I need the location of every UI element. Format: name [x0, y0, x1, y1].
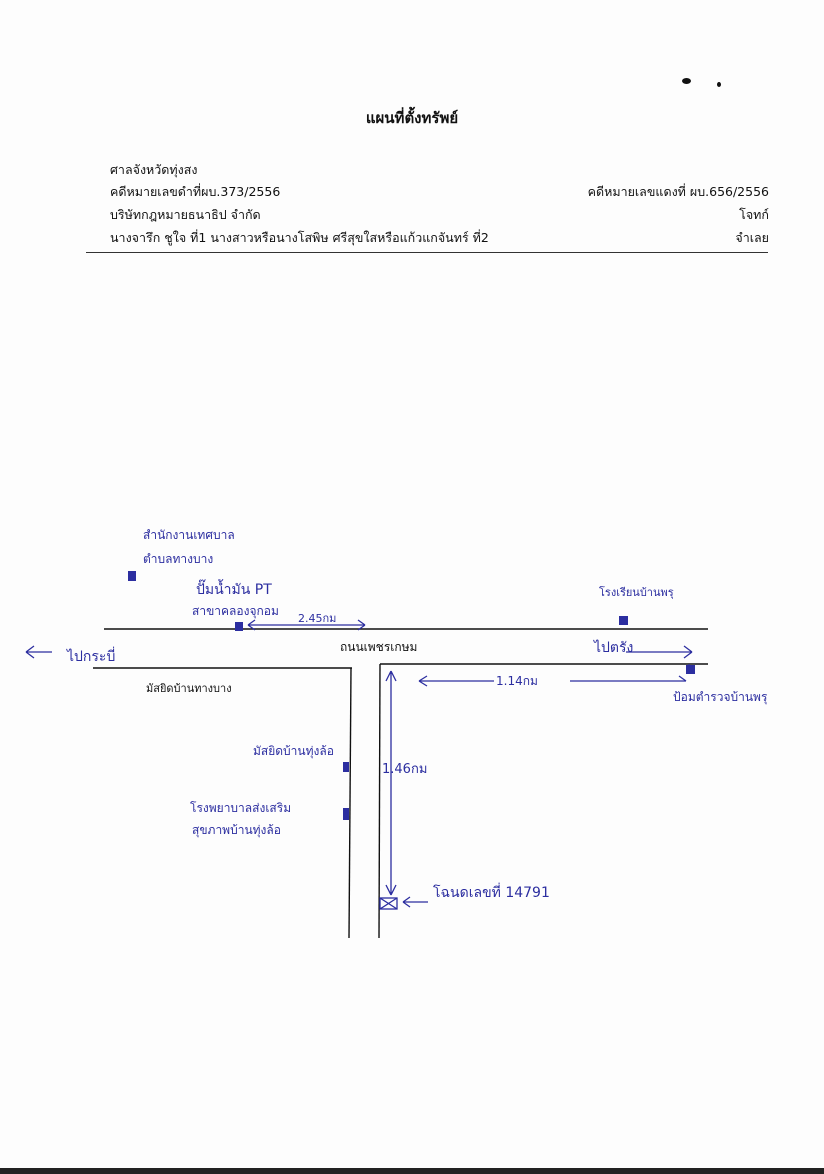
school-label: โรงเรียนบ้านพรุ: [599, 585, 674, 599]
deed-plot-cross: [379, 897, 398, 910]
header-divider: [86, 252, 768, 253]
defendant-names: นางจารึก ชูใจ ที่1 นางสาวหรือนางโสพิษ ศร…: [110, 230, 489, 245]
plaintiff-name: บริษัทกฎหมายธนาธิป จำกัด: [110, 207, 261, 222]
court-name: ศาลจังหวัดทุ่งสง: [110, 162, 198, 177]
hospital-label: โรงพยาบาลส่งเสริม: [190, 801, 291, 815]
gas-station-distance-arrow: [247, 619, 366, 631]
left-direction-arrow: [25, 645, 52, 659]
scan-bottom-edge: [0, 1168, 824, 1174]
deed-plot-marker: [379, 897, 398, 910]
school-icon: [619, 616, 628, 625]
mosque-side-label: มัสยิดบ้านทุ่งล้อ: [253, 744, 334, 759]
side-road-distance-arrow: [385, 670, 397, 896]
right-direction-arrow: [626, 645, 693, 659]
to-trang-label: ไปตรัง: [593, 639, 633, 656]
plaintiff-role: โจทก์: [739, 207, 769, 222]
to-krabi-label: ไปกระบี่: [66, 647, 115, 665]
hospital-icon: [343, 808, 349, 820]
branch-label: สาขาคลองจุกอม: [192, 604, 279, 619]
branch-distance-arrow: [418, 675, 687, 687]
mosque-left-label: มัสยิดบ้านทางบาง: [146, 682, 232, 695]
defendant-role: จำเลย: [735, 230, 769, 245]
road-name-label: ถนนเพชรเกษม: [340, 640, 417, 654]
gas-station-icon: [235, 622, 243, 631]
main-distance-label: 2.45กม: [298, 612, 336, 625]
health-office-label-2: ตำบลทางบาง: [143, 552, 213, 566]
branch-distance-label: 1.14กม: [496, 674, 538, 688]
side-distance-label: 1.46กม: [382, 762, 427, 777]
deed-label: โฉนดเลขที่ 14791: [433, 883, 550, 901]
police-box-label: ป้อมตำรวจบ้านพรุ: [673, 690, 768, 705]
side-road-left-edge: [348, 667, 352, 939]
deed-pointer-arrow: [402, 896, 428, 908]
black-case-number: คดีหมายเลขดำที่ผบ.373/2556: [110, 184, 281, 199]
side-road-right-edge: [378, 663, 381, 939]
health-office-icon: [128, 571, 136, 581]
red-case-number: คดีหมายเลขแดงที่ ผบ.656/2556: [587, 184, 769, 199]
hospital-label-2: สุขภาพบ้านทุ่งล้อ: [192, 823, 281, 838]
scan-speck: [717, 82, 721, 87]
police-box-icon: [686, 665, 695, 674]
scan-speck: [682, 78, 691, 84]
health-office-label: สำนักงานเทศบาล: [143, 528, 235, 542]
mosque-icon: [343, 762, 349, 772]
gas-station-label: ปั๊มน้ำมัน PT: [196, 579, 272, 598]
document-title: แผนที่ตั้งทรัพย์: [365, 109, 459, 127]
